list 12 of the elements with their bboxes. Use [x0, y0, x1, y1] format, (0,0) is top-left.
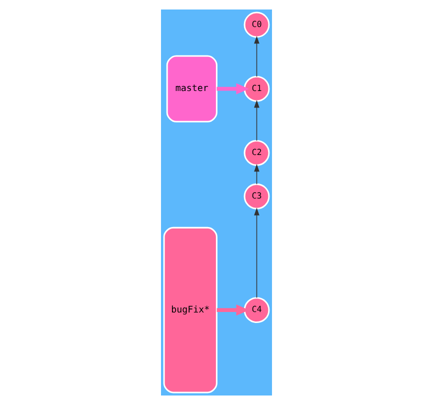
node-circle: C1 — [243, 76, 270, 102]
node-circle: C4 — [243, 297, 270, 324]
arrow — [216, 83, 248, 94]
node-box: master — [166, 55, 217, 122]
node-box: bugFix* — [162, 226, 217, 394]
node-circle: C2 — [243, 140, 270, 166]
node-circle: C0 — [243, 12, 270, 38]
node-circle: C3 — [243, 183, 270, 210]
arrow — [254, 164, 259, 185]
arrow — [254, 208, 259, 298]
arrow — [254, 100, 259, 142]
arrow — [254, 36, 259, 77]
